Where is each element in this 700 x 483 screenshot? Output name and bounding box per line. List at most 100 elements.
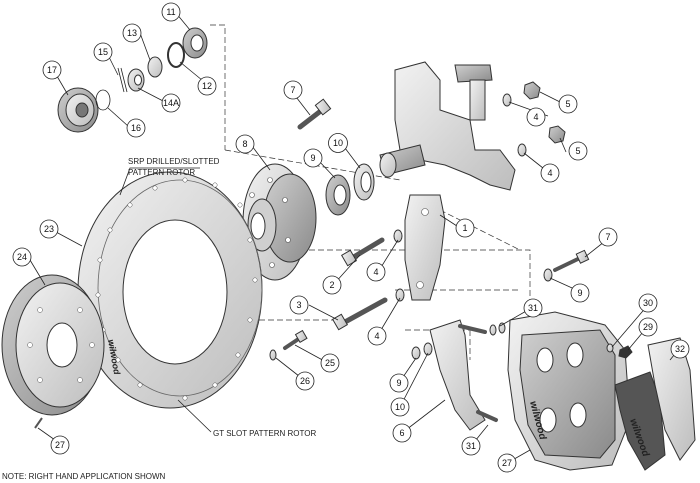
svg-text:14A: 14A <box>163 98 179 108</box>
callout: 9 <box>389 373 409 393</box>
bolt-7 <box>553 249 590 272</box>
svg-text:7: 7 <box>605 232 610 242</box>
callout: 9 <box>570 283 590 303</box>
callout: 5 <box>558 94 578 114</box>
callouts: 17 15 13 11 16 14A 12 7 8 9 10 5 5 4 4 1… <box>12 2 690 473</box>
callout: 15 <box>93 42 113 62</box>
svg-text:25: 25 <box>325 358 335 368</box>
svg-text:2: 2 <box>329 280 334 290</box>
callout: 5 <box>568 141 588 161</box>
caliper-27 <box>507 311 631 471</box>
svg-text:5: 5 <box>575 146 580 156</box>
bolt-11 <box>297 98 332 130</box>
washer-4 <box>502 93 512 107</box>
callout: 12 <box>197 76 217 96</box>
svg-text:6: 6 <box>399 428 404 438</box>
bolt-3 <box>331 297 388 331</box>
svg-text:11: 11 <box>166 7 175 17</box>
callout: 25 <box>320 353 340 373</box>
callout: 7 <box>283 80 303 100</box>
nut-5 <box>523 81 541 100</box>
callout: 14A <box>161 93 181 113</box>
callout: 13 <box>122 23 142 43</box>
o-ring-20 <box>95 89 111 111</box>
svg-text:31: 31 <box>528 303 538 313</box>
callout: 7 <box>598 227 618 247</box>
svg-text:16: 16 <box>131 123 141 133</box>
washer-29 <box>606 343 614 353</box>
svg-text:4: 4 <box>373 267 378 277</box>
svg-text:9: 9 <box>577 288 582 298</box>
spindle-knuckle <box>379 61 516 191</box>
callout: 4 <box>366 262 386 282</box>
svg-text:26: 26 <box>300 376 310 386</box>
svg-text:4: 4 <box>374 331 379 341</box>
callout: 2 <box>322 275 342 295</box>
bolt-24 <box>283 329 308 350</box>
callout: 4 <box>526 107 546 127</box>
svg-text:29: 29 <box>643 322 653 332</box>
svg-text:3: 3 <box>296 300 301 310</box>
callout: 26 <box>295 371 315 391</box>
svg-text:24: 24 <box>17 252 27 262</box>
srp-rotor-label-line1: SRP DRILLED/SLOTTED <box>128 157 220 166</box>
svg-text:8: 8 <box>242 139 247 149</box>
seal-14a <box>353 163 375 201</box>
bearing-race-16 <box>167 42 185 68</box>
washer-4 <box>393 229 403 243</box>
callout: 32 <box>670 339 690 359</box>
shim-10 <box>423 342 433 356</box>
hub-12 <box>242 163 317 281</box>
callout: 4 <box>540 163 560 183</box>
svg-text:7: 7 <box>290 85 295 95</box>
callout: 9 <box>303 148 323 168</box>
callout: 16 <box>126 118 146 138</box>
svg-text:17: 17 <box>47 65 57 75</box>
svg-text:15: 15 <box>98 47 108 57</box>
srp-rotor-label-line2: PATTERN ROTOR <box>128 168 195 177</box>
callout: 31 <box>523 298 543 318</box>
svg-text:12: 12 <box>202 81 212 91</box>
svg-text:13: 13 <box>127 28 137 38</box>
callout: 30 <box>638 293 658 313</box>
svg-text:27: 27 <box>502 458 512 468</box>
spindle-nut-18 <box>127 68 145 92</box>
callout: 6 <box>392 423 412 443</box>
svg-text:32: 32 <box>675 344 685 354</box>
washer-25 <box>269 349 277 361</box>
hub-cap-21 <box>57 87 99 133</box>
svg-text:4: 4 <box>533 112 538 122</box>
callout: 4 <box>367 326 387 346</box>
svg-text:10: 10 <box>333 138 343 148</box>
svg-text:4: 4 <box>547 168 552 178</box>
callout: 27 <box>497 453 517 473</box>
cotter-pin-19 <box>117 67 128 93</box>
callout: 8 <box>235 134 255 154</box>
washer-8 <box>543 268 553 282</box>
washer-4 <box>395 288 405 302</box>
svg-text:27: 27 <box>55 440 65 450</box>
svg-text:31: 31 <box>466 441 476 451</box>
screw-26 <box>34 417 43 429</box>
drilled-slotted-rotor-22 <box>77 171 263 409</box>
caliper-bracket-1 <box>404 194 446 301</box>
callout: 24 <box>12 247 32 267</box>
shim-9 <box>411 346 421 360</box>
svg-text:30: 30 <box>643 298 653 308</box>
gt-rotor-label: GT SLOT PATTERN ROTOR <box>213 429 316 438</box>
callout: 10 <box>328 133 348 153</box>
bolt-2 <box>340 237 385 267</box>
callout: 10 <box>390 397 410 417</box>
callout: 27 <box>50 435 70 455</box>
svg-text:1: 1 <box>462 223 467 233</box>
svg-text:10: 10 <box>395 402 405 412</box>
callout: 29 <box>638 317 658 337</box>
callout: 1 <box>455 218 475 238</box>
washer-4 <box>517 143 527 157</box>
bolt-30 <box>476 410 498 422</box>
callout: 11 <box>161 2 181 22</box>
washer-17 <box>147 56 163 78</box>
rotor-hat-23 <box>1 274 105 416</box>
svg-text:23: 23 <box>44 224 54 234</box>
